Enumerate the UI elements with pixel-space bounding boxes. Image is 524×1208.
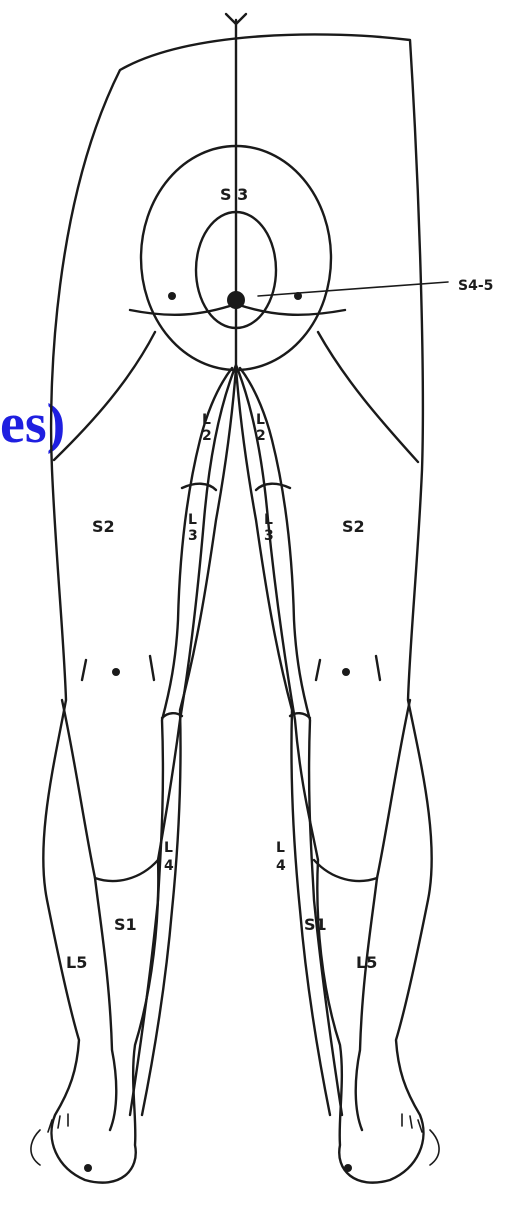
label-l4-left-l: L bbox=[164, 840, 173, 856]
left-l2-l3-boundary bbox=[182, 484, 216, 490]
label-l5-right: L5 bbox=[356, 953, 377, 972]
label-s2-right: S2 bbox=[342, 517, 365, 536]
label-s3: S 3 bbox=[220, 185, 248, 204]
right-toes bbox=[402, 1114, 439, 1165]
left-s2-lower-boundary bbox=[62, 700, 158, 881]
left-knee-mark-b bbox=[150, 656, 154, 680]
label-l3-left-l: L bbox=[188, 512, 197, 528]
left-knee-mark-a bbox=[82, 660, 86, 680]
label-l3-right-n: 3 bbox=[264, 528, 274, 544]
label-s4-5: S4-5 bbox=[458, 278, 493, 294]
right-s1-outer-edge bbox=[356, 878, 377, 1130]
label-s1-right: S1 bbox=[304, 915, 327, 934]
right-knee-mark-b bbox=[376, 656, 380, 680]
right-knee-dot bbox=[342, 668, 350, 676]
right-diagonal-boundary bbox=[318, 332, 418, 462]
label-s1-left: S1 bbox=[114, 915, 137, 934]
label-l4-left-n: 4 bbox=[164, 858, 174, 874]
label-l4-right-l: L bbox=[276, 840, 285, 856]
left-toes bbox=[31, 1114, 68, 1165]
label-l3-right-l: L bbox=[264, 512, 273, 528]
left-ischial-dot bbox=[168, 292, 176, 300]
label-l5-left: L5 bbox=[66, 953, 87, 972]
anal-center-dot bbox=[227, 291, 245, 309]
left-heel-dot bbox=[84, 1164, 92, 1172]
label-s2-left: S2 bbox=[92, 517, 115, 536]
left-knee-dot bbox=[112, 668, 120, 676]
label-l2-left-n: 2 bbox=[202, 428, 212, 444]
right-inner-strip-inner-edge bbox=[236, 368, 330, 1115]
s4-5-pointer-line bbox=[258, 282, 448, 296]
label-l2-right-n: 2 bbox=[256, 428, 266, 444]
left-diagonal-boundary bbox=[54, 332, 155, 460]
body-outline bbox=[43, 34, 431, 1182]
right-s2-lower-boundary bbox=[314, 700, 410, 881]
label-l2-left-l: L bbox=[202, 412, 211, 428]
right-heel-dot bbox=[344, 1164, 352, 1172]
label-l2-right-l: L bbox=[256, 412, 265, 428]
right-knee-mark-a bbox=[316, 660, 320, 680]
right-l2-l3-boundary bbox=[256, 484, 290, 490]
label-l3-left-n: 3 bbox=[188, 528, 198, 544]
label-l4-right-n: 4 bbox=[276, 858, 286, 874]
left-inner-strip-inner-edge bbox=[142, 368, 236, 1115]
